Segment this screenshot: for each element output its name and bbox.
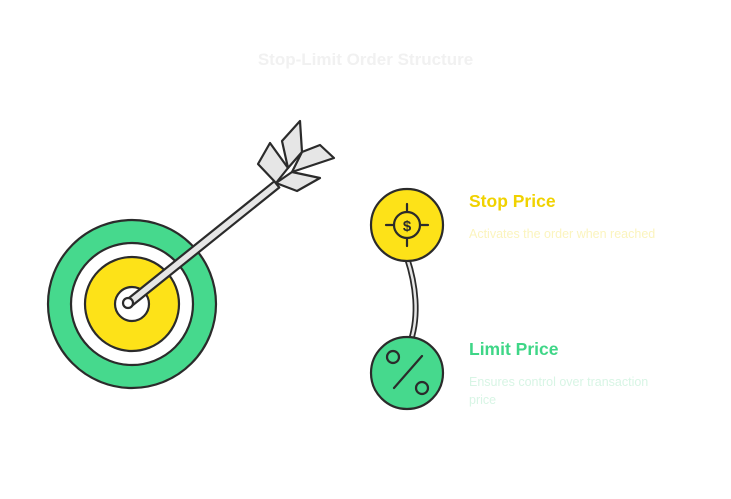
limit-price-title: Limit Price (469, 339, 559, 359)
svg-text:$: $ (403, 218, 412, 235)
arrow-icon (121, 119, 336, 310)
limit-price-description: Ensures control over transaction price (469, 375, 649, 407)
stop-price-node: $ (369, 187, 445, 263)
limit-price-node (369, 335, 445, 411)
stop-price-description: Activates the order when reached (469, 227, 656, 241)
percent-icon (385, 349, 430, 396)
dollar-target-icon (384, 202, 430, 248)
stop-price-title: Stop Price (469, 191, 556, 211)
diagram-title: Stop-Limit Order Structure (257, 50, 474, 69)
